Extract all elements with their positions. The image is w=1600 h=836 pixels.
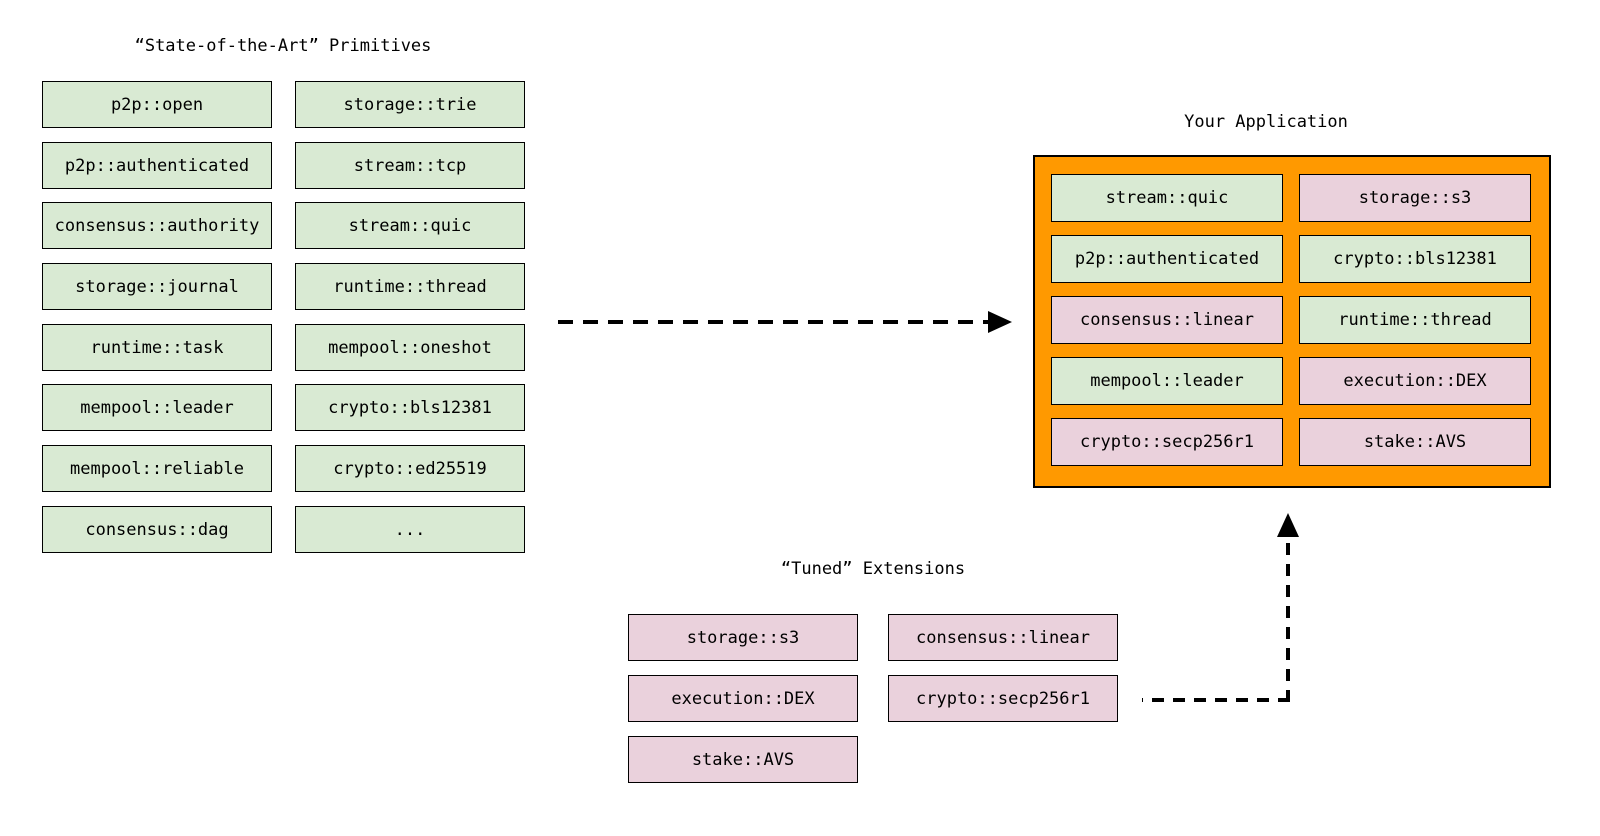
app-module-p2p-authenticated: p2p::authenticated	[1051, 235, 1283, 283]
primitive-box-crypto-bls12381: crypto::bls12381	[295, 384, 525, 431]
application-container: stream::quic p2p::authenticated consensu…	[1033, 155, 1551, 488]
app-module-stake-avs: stake::AVS	[1299, 418, 1531, 466]
app-module-consensus-linear: consensus::linear	[1051, 296, 1283, 344]
primitive-box-runtime-thread: runtime::thread	[295, 263, 525, 310]
extension-box-stake-avs: stake::AVS	[628, 736, 858, 783]
primitives-title: “State-of-the-Art” Primitives	[134, 36, 432, 56]
arrow-primitives-to-application-head	[988, 311, 1012, 333]
arrow-extensions-to-application-line-horizontal	[1142, 698, 1290, 702]
extension-box-crypto-secp256r1: crypto::secp256r1	[888, 675, 1118, 722]
primitive-box-storage-trie: storage::trie	[295, 81, 525, 128]
primitive-box-p2p-authenticated: p2p::authenticated	[42, 142, 272, 189]
app-module-execution-dex: execution::DEX	[1299, 357, 1531, 405]
primitive-box-runtime-task: runtime::task	[42, 324, 272, 371]
primitive-box-ellipsis: ...	[295, 506, 525, 553]
application-title: Your Application	[1184, 112, 1348, 132]
app-module-storage-s3: storage::s3	[1299, 174, 1531, 222]
primitive-box-mempool-oneshot: mempool::oneshot	[295, 324, 525, 371]
app-module-crypto-secp256r1: crypto::secp256r1	[1051, 418, 1283, 466]
primitive-box-p2p-open: p2p::open	[42, 81, 272, 128]
primitive-box-crypto-ed25519: crypto::ed25519	[295, 445, 525, 492]
primitive-box-storage-journal: storage::journal	[42, 263, 272, 310]
extension-box-consensus-linear: consensus::linear	[888, 614, 1118, 661]
extensions-title: “Tuned” Extensions	[780, 559, 966, 579]
arrow-extensions-to-application-head	[1277, 513, 1299, 537]
primitive-box-stream-tcp: stream::tcp	[295, 142, 525, 189]
extension-box-execution-dex: execution::DEX	[628, 675, 858, 722]
primitive-box-stream-quic: stream::quic	[295, 202, 525, 249]
arrow-extensions-to-application-line-vertical	[1286, 537, 1290, 702]
primitive-box-consensus-authority: consensus::authority	[42, 202, 272, 249]
app-module-stream-quic: stream::quic	[1051, 174, 1283, 222]
primitive-box-mempool-leader: mempool::leader	[42, 384, 272, 431]
app-module-runtime-thread: runtime::thread	[1299, 296, 1531, 344]
extension-box-storage-s3: storage::s3	[628, 614, 858, 661]
primitive-box-consensus-dag: consensus::dag	[42, 506, 272, 553]
arrow-primitives-to-application-line	[558, 320, 990, 324]
app-module-crypto-bls12381: crypto::bls12381	[1299, 235, 1531, 283]
app-module-mempool-leader: mempool::leader	[1051, 357, 1283, 405]
primitive-box-mempool-reliable: mempool::reliable	[42, 445, 272, 492]
